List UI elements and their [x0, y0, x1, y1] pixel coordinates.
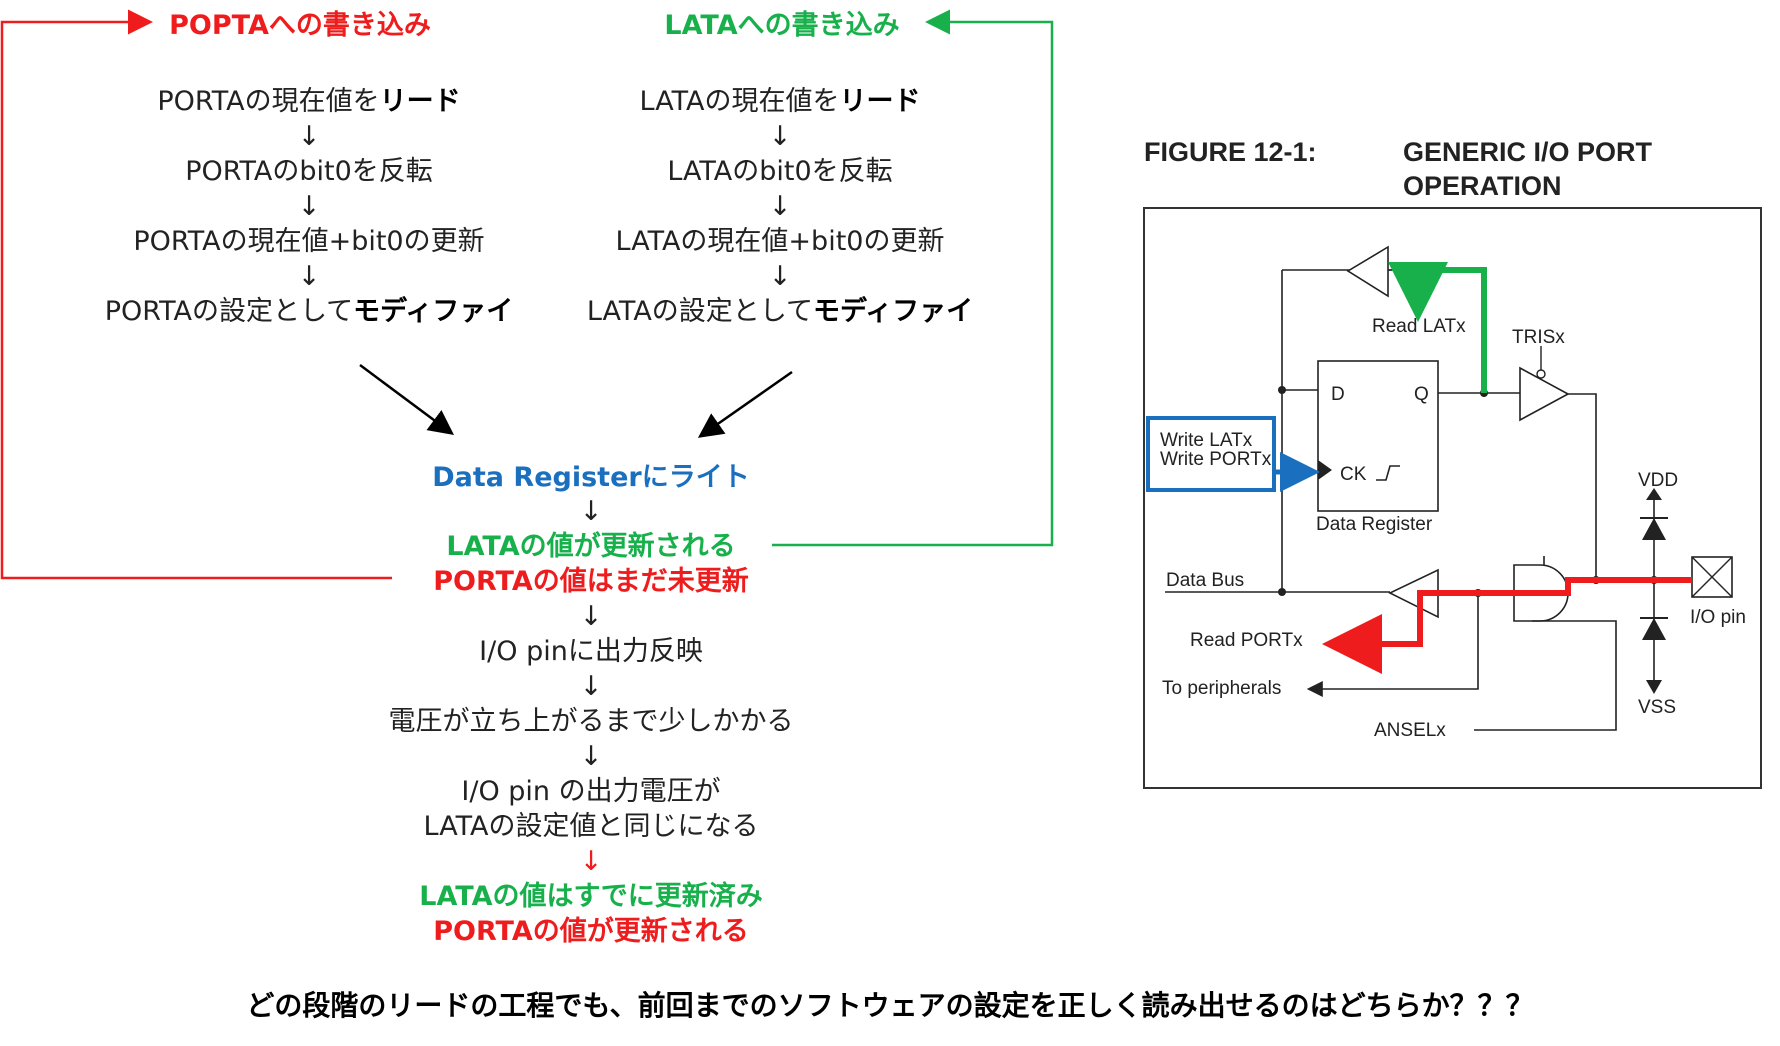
porta-to-register-arrow [359, 363, 455, 435]
io-pin-output-text: I/O pinに出力反映 [479, 636, 703, 667]
porta-step-update: PORTAの現在値+bit0の更新 [133, 226, 485, 257]
porta-updated-text: PORTAの値が更新される [433, 916, 749, 947]
output-buffer [1519, 366, 1570, 422]
red-down-arrow: ↓ [579, 846, 603, 877]
down-arrow: ↓ [768, 261, 792, 292]
data-register-write: Data Registerにライト [432, 462, 750, 493]
d-label: D [1331, 384, 1345, 405]
io-pin-label: I/O pin [1690, 607, 1746, 628]
write-portx-label: Write PORTx [1160, 449, 1272, 470]
green-highlight-path [1388, 262, 1487, 393]
lata-step-modify: LATAの設定としてモディファイ [586, 296, 974, 327]
figure-title-line2: OPERATION [1403, 171, 1562, 201]
anselx-label: ANSELx [1374, 720, 1446, 741]
figure-frame [1143, 207, 1762, 789]
figure-number: FIGURE 12-1: [1144, 137, 1317, 167]
data-register-label: Data Register [1316, 514, 1433, 535]
figure-title-line1: GENERIC I/O PORT [1403, 137, 1653, 167]
lata-step-update: LATAの現在値+bit0の更新 [615, 226, 945, 257]
porta-step-modify: PORTAの設定としてモディファイ [104, 296, 514, 327]
ck-label: CK [1340, 464, 1367, 485]
vss-label: VSS [1638, 697, 1677, 718]
down-arrow: ↓ [579, 496, 603, 527]
down-arrow: ↓ [768, 121, 792, 152]
q-label: Q [1414, 384, 1429, 405]
trisx-label: TRISx [1512, 327, 1565, 348]
read-portx-label: Read PORTx [1190, 630, 1303, 651]
question-text: どの段階のリードの工程でも、前回までのソフトウェアの設定を正しく読み出せるのはど… [246, 989, 1534, 1022]
down-arrow: ↓ [768, 191, 792, 222]
down-arrow: ↓ [297, 261, 321, 292]
write-latx-label: Write LATx [1160, 430, 1253, 451]
red-highlight-path [1322, 577, 1692, 674]
data-register-box [1317, 360, 1439, 512]
read-latx-label: Read LATx [1372, 316, 1466, 337]
lata-already-text: LATAの値はすでに更新済み [419, 881, 763, 912]
data-bus-label: Data Bus [1166, 570, 1245, 591]
down-arrow: ↓ [579, 671, 603, 702]
read-latx-buffer [1346, 245, 1389, 298]
io-pin-voltage-line1: I/O pin の出力電圧が [461, 776, 721, 807]
lata-updated-text: LATAの値が更新される [446, 531, 736, 562]
lata-step-invert: LATAのbit0を反転 [667, 156, 893, 187]
vdd-label: VDD [1638, 470, 1679, 491]
lata-step-read: LATAの現在値をリード [639, 86, 921, 117]
porta-not-updated-text: PORTAの値はまだ未更新 [433, 566, 749, 597]
porta-step-invert: PORTAのbit0を反転 [185, 156, 433, 187]
down-arrow: ↓ [297, 191, 321, 222]
io-pin-voltage-line2: LATAの設定値と同じになる [423, 811, 759, 842]
porta-loop-line [0, 9, 392, 580]
voltage-rise-text: 電圧が立ち上がるまで少しかかる [388, 706, 794, 737]
porta-step-read: PORTAの現在値をリード [157, 86, 461, 117]
to-peripherals-label: To peripherals [1162, 678, 1282, 699]
lata-to-register-arrow [697, 370, 793, 438]
write-box [1146, 416, 1276, 492]
porta-write-title: POPTAへの書き込み [169, 10, 431, 41]
down-arrow: ↓ [297, 121, 321, 152]
down-arrow: ↓ [579, 741, 603, 772]
lata-loop-line [772, 9, 1054, 547]
lata-write-title: LATAへの書き込み [664, 10, 900, 41]
down-arrow: ↓ [579, 601, 603, 632]
